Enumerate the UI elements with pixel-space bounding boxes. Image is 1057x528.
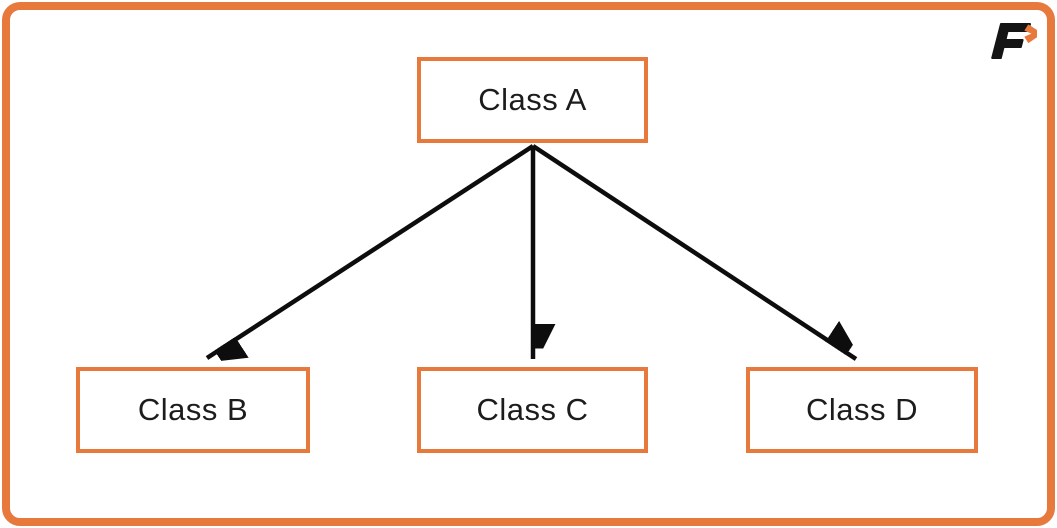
node-class-d: Class D — [746, 367, 978, 453]
arrow-a-to-d — [531, 144, 856, 361]
arrow-a-to-b — [205, 144, 535, 358]
logo-chevron — [1024, 24, 1037, 43]
node-class-c: Class C — [417, 367, 648, 453]
f-arrow-logo-icon — [991, 23, 1037, 59]
node-class-a: Class A — [417, 57, 648, 143]
node-label: Class D — [805, 392, 918, 427]
node-label: Class C — [476, 392, 589, 427]
node-class-b: Class B — [76, 367, 310, 453]
logo-f-glyph — [991, 23, 1031, 59]
node-label: Class B — [137, 392, 249, 427]
node-label: Class A — [478, 82, 587, 117]
